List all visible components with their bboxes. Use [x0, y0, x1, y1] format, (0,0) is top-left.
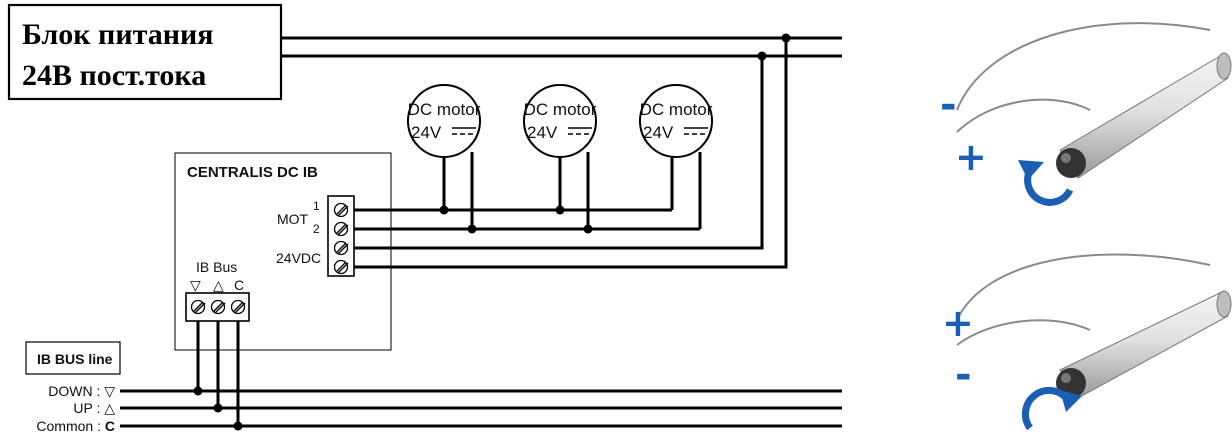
- motor-cable: [956, 319, 1091, 346]
- bus-common-symbol: C: [234, 277, 244, 293]
- motor-head: [1056, 148, 1086, 178]
- motor-circle: [407, 84, 481, 158]
- mot-label: MOT: [277, 211, 309, 227]
- bus-line-title-box: [25, 341, 121, 375]
- power-supply-line2: 24В пост.тока: [22, 59, 206, 92]
- screw-terminal: [333, 202, 349, 275]
- bus-label: IB Bus: [196, 259, 237, 275]
- bus-down-symbol: ▽: [190, 277, 201, 293]
- rotation-illustration-2: + -: [942, 253, 1232, 431]
- supply-lines: [281, 36, 842, 58]
- bus-up-symbol: △: [213, 277, 224, 293]
- bus-common-label: Common : C: [36, 418, 115, 434]
- rotation-arrow-cw-icon: [1021, 386, 1071, 431]
- motor-label: DC motor: [640, 100, 713, 119]
- arrow-head: [1018, 160, 1044, 180]
- bus-down-label: DOWN : ▽: [48, 383, 115, 399]
- power-supply: Блок питания 24В пост.тока: [7, 3, 283, 101]
- motor-cable: [956, 22, 1211, 111]
- motor-2: DC motor 24V: [523, 84, 597, 158]
- power-supply-line1: Блок питания: [22, 18, 214, 51]
- dc-label: 24VDC: [276, 250, 321, 266]
- motor-voltage: 24V: [411, 123, 442, 142]
- motor-cable: [956, 253, 1211, 321]
- motor-label: DC motor: [524, 100, 597, 119]
- motor-tube-end: [1216, 290, 1232, 318]
- bus-line-title: IB BUS line: [37, 351, 113, 367]
- arrow-head: [1060, 390, 1082, 412]
- controller: CENTRALIS DC IB MOT 1 2 24VDC IB Bus ▽ △…: [174, 152, 392, 351]
- motor-voltage: 24V: [643, 123, 674, 142]
- motor-tube-end: [1216, 52, 1232, 80]
- power-supply-box: [7, 3, 283, 101]
- motor-circle: [523, 84, 597, 158]
- motor-voltage: 24V: [527, 123, 558, 142]
- minus-sign: -: [940, 82, 957, 128]
- motor-cable: [956, 98, 1091, 133]
- plus-sign: +: [942, 301, 974, 345]
- bus-up-label: UP : △: [73, 400, 115, 416]
- motor-head-highlight: [1061, 373, 1071, 383]
- screw-terminal: [190, 299, 246, 315]
- motor-label: DC motor: [408, 100, 481, 119]
- wiring: [196, 38, 788, 426]
- motor-3: DC motor 24V: [639, 84, 713, 158]
- motor-head-highlight: [1061, 153, 1071, 163]
- motor-circle: [639, 84, 713, 158]
- mot-pin1: 1: [313, 199, 320, 213]
- motor-1: DC motor 24V: [407, 84, 481, 158]
- minus-sign: -: [955, 352, 972, 398]
- mot-pin2: 2: [313, 222, 320, 236]
- plus-sign: +: [955, 135, 987, 179]
- ib-bus-line: IB BUS line DOWN : ▽ UP : △ Common : C: [25, 341, 842, 434]
- rotation-illustration-1: - +: [940, 22, 1232, 206]
- controller-title: CENTRALIS DC IB: [187, 164, 318, 181]
